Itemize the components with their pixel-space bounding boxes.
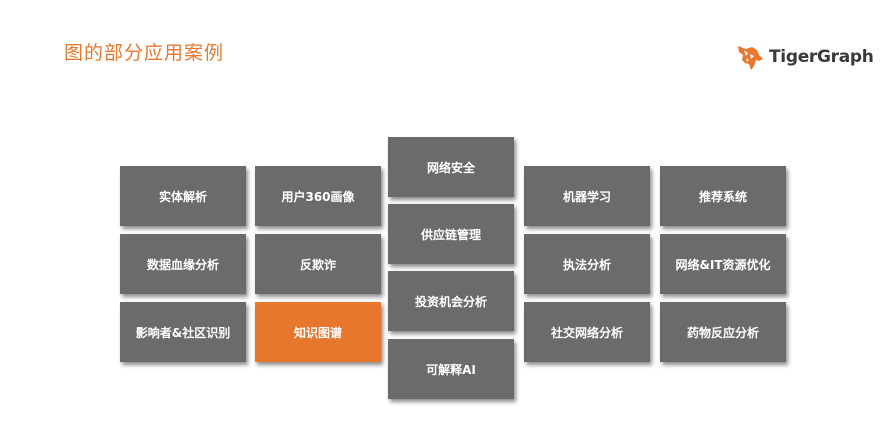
tile-machine-learning[interactable]: 机器学习 — [524, 166, 650, 226]
tile-recommendation[interactable]: 推荐系统 — [660, 166, 786, 226]
tile-data-lineage[interactable]: 数据血缘分析 — [120, 234, 246, 294]
tile-entity-resolution[interactable]: 实体解析 — [120, 166, 246, 226]
tile-investment-analysis[interactable]: 投资机会分析 — [388, 271, 514, 331]
page-title: 图的部分应用案例 — [64, 42, 225, 64]
tile-cybersecurity[interactable]: 网络安全 — [388, 137, 514, 197]
tile-supply-chain[interactable]: 供应链管理 — [388, 204, 514, 264]
tiger-logo-icon — [738, 46, 763, 70]
tile-network-it-optimization[interactable]: 网络&IT资源优化 — [660, 234, 786, 294]
tile-explainable-ai[interactable]: 可解释AI — [388, 339, 514, 399]
tile-customer-360[interactable]: 用户360画像 — [255, 166, 381, 226]
tigergraph-logo: TigerGraph — [735, 42, 874, 72]
logo-text: TigerGraph — [769, 47, 874, 67]
tile-knowledge-graph[interactable]: 知识图谱 — [255, 302, 381, 362]
tile-social-network[interactable]: 社交网络分析 — [524, 302, 650, 362]
tile-drug-response[interactable]: 药物反应分析 — [660, 302, 786, 362]
tile-law-enforcement[interactable]: 执法分析 — [524, 234, 650, 294]
tile-anti-fraud[interactable]: 反欺诈 — [255, 234, 381, 294]
tile-influencer-community[interactable]: 影响者&社区识别 — [120, 302, 246, 362]
